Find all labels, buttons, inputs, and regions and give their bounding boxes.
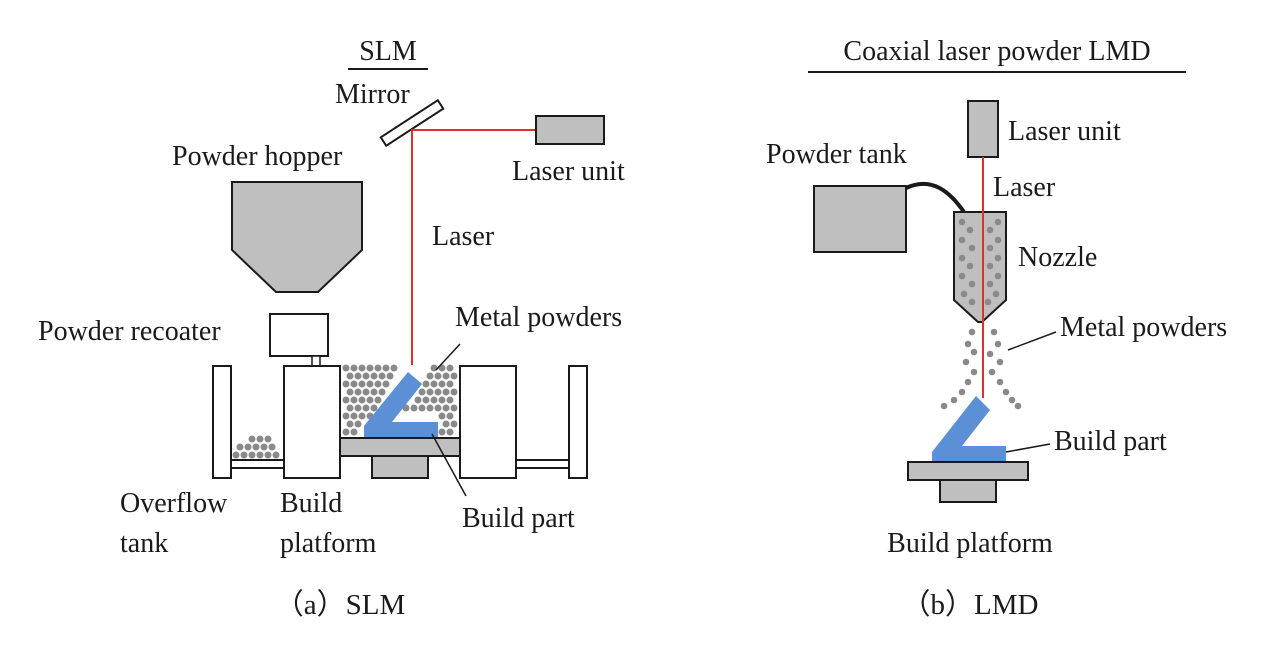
- overflow-tank-floor: [230, 459, 285, 469]
- recoater-stem: [311, 355, 321, 367]
- lmd-build-part-leader: [1005, 443, 1051, 453]
- overflow-tank-wall: [212, 365, 232, 479]
- nozzle: [953, 211, 1007, 323]
- lmd-laser-label: Laser: [993, 172, 1056, 203]
- nozzle-powders: [958, 218, 1002, 306]
- lmd-build-part: [932, 396, 1006, 462]
- overflow-powders: [232, 435, 280, 459]
- slm-left-block: [283, 365, 341, 479]
- slm-build-platform-label-1: Build: [280, 488, 342, 519]
- slm-right-block: [459, 365, 517, 479]
- lmd-metal-powders-label: Metal powders: [1060, 312, 1227, 343]
- lmd-platform-support: [939, 479, 997, 503]
- slm-title: SLM: [359, 36, 417, 67]
- overflow-tank-label-1: Overflow: [120, 488, 228, 519]
- lmd-build-part-label: Build part: [1054, 426, 1167, 457]
- lmd-title: Coaxial laser powder LMD: [843, 36, 1150, 67]
- slm-caption: （a）SLM: [275, 589, 406, 621]
- powder-recoater: [269, 313, 329, 357]
- lmd-laser-unit-label: Laser unit: [1008, 116, 1121, 147]
- mirror: [379, 98, 445, 148]
- slm-metal-powders-leader: [435, 343, 461, 371]
- slm-build-part-label: Build part: [462, 503, 575, 534]
- slm-powder-bed: [342, 364, 458, 436]
- slm-metal-powders-label: Metal powders: [455, 302, 622, 333]
- slm-laser-beam: [411, 129, 536, 365]
- powder-tank-label: Powder tank: [766, 139, 907, 170]
- slm-laser-unit: [535, 115, 605, 145]
- slm-laser-unit-label: Laser unit: [512, 156, 625, 187]
- powder-feed-hose: [905, 181, 966, 214]
- powder-hopper-label: Powder hopper: [172, 141, 343, 172]
- lmd-build-platform-label: Build platform: [887, 528, 1053, 559]
- nozzle-label: Nozzle: [1018, 242, 1097, 273]
- slm-build-platform-label-2: platform: [280, 528, 377, 559]
- overflow-tank-label-2: tank: [120, 528, 168, 559]
- powder-tank: [813, 185, 907, 253]
- lmd-caption: （b）LMD: [902, 589, 1039, 621]
- powder-hopper: [231, 181, 363, 293]
- mirror-label: Mirror: [335, 79, 410, 110]
- slm-platform-support: [371, 455, 429, 479]
- slm-laser-label: Laser: [432, 221, 495, 252]
- powder-recoater-label: Powder recoater: [38, 316, 221, 347]
- lmd-metal-powders-leader: [1007, 331, 1057, 351]
- slm-diagram: SLM Mirror Laser unit Laser Powder hoppe…: [38, 36, 625, 621]
- lmd-laser-unit: [967, 100, 999, 158]
- lmd-build-platform: [907, 461, 1029, 481]
- lmd-diagram: Coaxial laser powder LMD Laser unit Lase…: [766, 36, 1227, 621]
- slm-build-part: [364, 372, 438, 438]
- slm-right-tank-wall: [568, 365, 588, 479]
- slm-build-part-leader: [431, 433, 467, 497]
- lmd-powder-stream: [940, 328, 1022, 410]
- slm-right-tank-floor: [515, 459, 570, 469]
